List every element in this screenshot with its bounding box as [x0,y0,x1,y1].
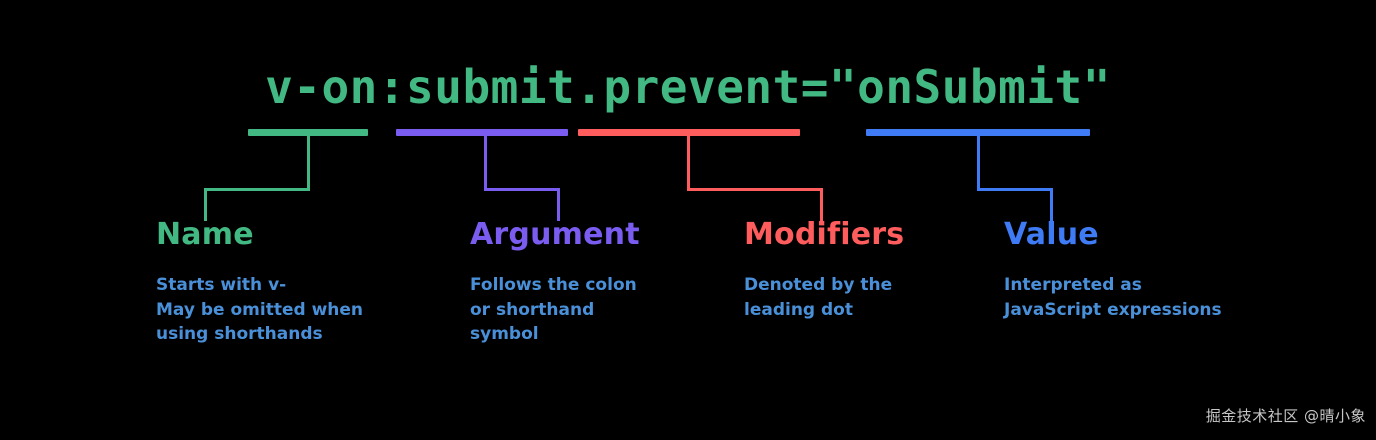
legend-title-value: Value [1004,217,1099,252]
legend-title-modifiers: Modifiers [744,217,905,252]
legend-description-line: using shorthands [156,324,323,345]
legend-column-name: Name Starts with v- May be omitted when us… [156,218,363,347]
connector-stub-argument [557,188,560,221]
segment-bar-name [248,129,368,136]
connector-run-argument [484,188,560,191]
legend-description-line: Denoted by the [744,275,893,295]
legend-description-line: JavaScript expressions [1004,299,1222,320]
legend-description-line: May be omitted when [156,299,364,320]
connector-drop-argument [484,135,487,188]
legend-title-argument: Argument [470,217,640,252]
directive-syntax-title: v-on:submit.prevent="onSubmit" [265,60,1111,114]
watermark: 掘金技术社区 @晴小象 [1205,407,1366,425]
legend-column-modifiers: Modifiers Denoted by the leading dot [744,218,904,322]
connector-run-modifiers [687,188,823,191]
legend-description-line: leading dot [744,299,853,320]
legend-column-value: Value Interpreted as JavaScript expressio… [1004,218,1222,322]
legend-description-modifiers: Denoted by the leading dot [744,273,904,322]
connector-stub-modifiers [820,188,823,221]
legend-title-name: Name [156,217,254,252]
connector-drop-name [307,135,310,188]
connector-drop-value [977,135,980,188]
legend-description-value: Interpreted as JavaScript expressions [1004,273,1222,322]
legend-description-line: or shorthand [470,299,595,320]
connector-run-value [977,188,1053,191]
segment-bar-value [866,129,1090,136]
legend-description-argument: Follows the colon or shorthand symbol [470,273,640,347]
legend-description-line: symbol [470,324,539,345]
legend-description-line: Follows the colon [470,275,637,295]
connector-stub-value [1050,188,1053,221]
segment-bar-modifiers [578,129,800,136]
legend-description-name: Starts with v- May be omitted when using s… [156,273,363,347]
connector-drop-modifiers [687,135,690,188]
segment-bar-argument [396,129,568,136]
legend-description-line: Interpreted as [1004,275,1142,295]
connector-stub-name [204,188,207,221]
legend-column-argument: Argument Follows the colon or shorthand sy… [470,218,640,347]
connector-run-name [204,188,310,191]
legend-description-line: Starts with v- [156,275,287,295]
